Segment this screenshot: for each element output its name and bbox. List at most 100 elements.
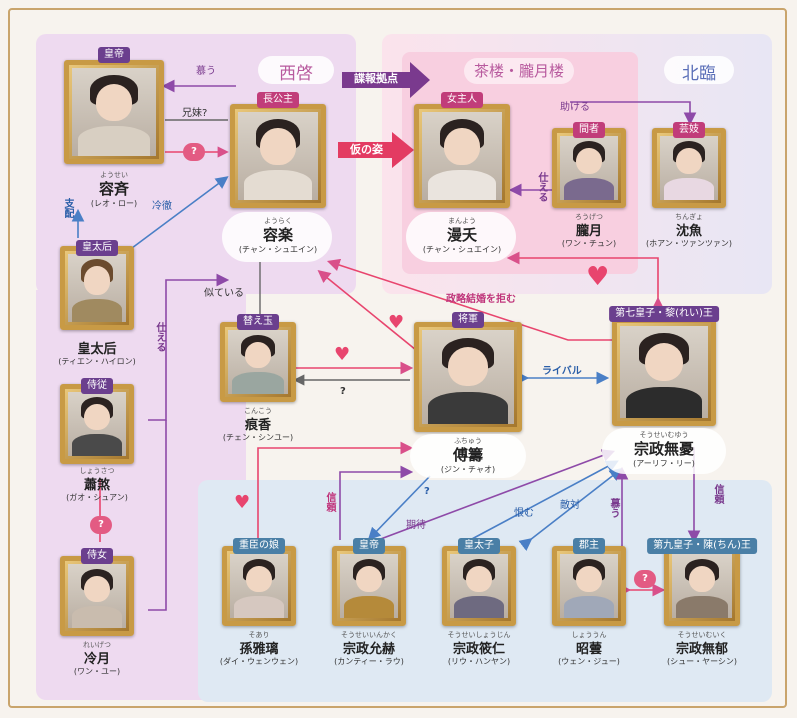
name-fuchou: 傅籌 [452,446,484,464]
ruby-soari: そあり [248,631,270,639]
actor-shouun: (ウェン・ジュー) [558,657,620,666]
role-tag-shoujin: 皇太子 [458,538,500,554]
actor-shouzetsu: (ガオ・シュアン) [66,493,128,502]
name-koutaigou: 皇太后 [77,342,117,357]
rel-kouryaku: 政略結婚を拒む [446,294,516,305]
portrait-reigetsu [68,564,126,628]
actor-shoujin: (リウ・ハンヤン) [447,657,511,666]
portrait-fuchou [422,330,514,424]
role-tag-youkei: 皇帝 [98,47,130,63]
portrait-shouzetsu [68,392,126,456]
rel-tsukaeru-rougetsu: 仕える [536,172,547,202]
line-soari-fuchou [257,441,414,540]
name-reigetsu: 冷月 [83,652,111,667]
portrait-muiku [672,554,732,618]
portrait-frame-shoujin [442,546,516,626]
portrait-shoujin [450,554,508,618]
role-tag-reigetsu: 侍女 [81,548,113,564]
west-label-cloud [258,56,334,84]
ruby-reigetsu: れいげつ [83,641,111,649]
ruby-muyuu: そうせいむゆう [639,431,689,439]
name-rougetsu: 朧月 [575,224,603,239]
name-soari: 孫雅璃 [239,642,279,657]
portrait-koutaigou [68,254,126,322]
actor-muiku: (シュー・ヤーシン) [666,657,738,666]
ruby-muiku: そうせいむいく [677,631,727,639]
ruby-inkaku: そうせいいんかく [341,631,397,639]
line-muyuu-youraku [326,258,612,341]
role-tag-youraku: 長公主 [257,92,299,108]
ruby-rougetsu: ろうげつ [575,213,603,221]
rel-niteiru: 似ている [204,288,244,299]
role-tag-chingyo: 芸妓 [673,122,705,138]
role-tag-shouzetsu: 侍従 [81,378,113,394]
disguise-arrow-shape [338,132,414,168]
portrait-frame-manyou [414,104,510,208]
heart-icon: ♥ [234,492,251,513]
area-label-teahouse: 茶楼・朧月楼 [473,62,564,80]
rel-rival: ライバル [542,366,582,377]
line-kitai [377,449,615,541]
heart-question-icon: ? [90,516,112,534]
area-label-west: 西啓 [279,64,313,84]
role-tag-muyuu: 第七皇子・黎(れい)王 [609,306,719,322]
name-shouun: 昭蕓 [575,642,603,657]
intel-arrow-shape [342,62,430,98]
ruby-shouun: しょううん [571,631,607,639]
line-reitetsu [131,176,229,249]
name-muiku: 宗政無郁 [675,642,729,657]
ruby-shouzetsu: しょうさつ [79,467,115,475]
actor-rougetsu: (ワン・チュン) [561,239,617,248]
portrait-youkei [72,68,156,156]
actor-inkaku: (カンティー・ラウ) [334,657,404,666]
actor-youraku: (チャン・シュエイン) [238,245,318,254]
portrait-youraku [238,112,318,200]
name-manyou: 漫夭 [446,226,478,244]
name-muyuu: 宗政無憂 [633,440,695,458]
ruby-shoujin: そうせいしょうじん [447,631,511,639]
role-tag-muiku: 第九皇子・陳(ちん)王 [647,538,757,554]
portrait-soari [230,554,288,618]
portrait-frame-youraku [230,104,326,208]
line-fuchou-youraku [317,269,417,351]
rel-q-konkou: ? [340,386,346,397]
portrait-frame-inkaku [332,546,406,626]
actor-muyuu: (アーリフ・リー) [633,459,695,468]
role-tag-manyou: 女主人 [441,92,483,108]
line-tsukaeru-reigetsu [148,420,167,611]
role-tag-shouun: 郡主 [573,538,605,554]
ruby-fuchou: ふちゅう [454,437,482,445]
portrait-konkou [228,330,288,394]
actor-fuchou: (ジン・チャオ) [440,465,496,474]
rel-uramu: 恨む [514,508,534,519]
name-cloud-fuchou [410,434,526,478]
heart-icon: ♥ [334,344,351,365]
line-tasukeru [570,101,697,126]
rel-bo-shouun: 慕う [608,498,619,518]
portrait-frame-muiku [664,546,740,626]
portrait-frame-koutaigou [60,246,134,330]
portrait-frame-youkei [64,60,164,164]
name-cloud-manyou [406,212,516,262]
line-q-fuchou [367,475,431,541]
actor-manyou: (チャン・シュエイン) [422,245,502,254]
line-tsukaeru-shouzetsu [148,273,230,421]
ruby-konkou: こんこう [244,407,272,415]
rel-shinrai-soari: 信頼 [324,492,335,512]
actor-reigetsu: (ワン・ユー) [73,667,121,676]
outer-border [8,8,787,708]
role-tag-koutaigou: 皇太后 [76,240,118,256]
role-tag-konkou: 替え玉 [237,314,279,330]
name-cloud-youraku [222,212,332,262]
banner-disguise: 仮の姿 [350,143,383,156]
rel-siblings: 兄妹? [182,108,208,119]
heart-question-icon: ? [634,570,656,588]
name-konkou: 痕香 [244,418,272,433]
ruby-manyou: まんよう [448,217,476,225]
ruby-chingyo: ちんぎょ [675,213,703,221]
actor-youkei: (レオ・ロー) [90,199,138,208]
portrait-frame-konkou [220,322,296,402]
portrait-frame-soari [222,546,296,626]
